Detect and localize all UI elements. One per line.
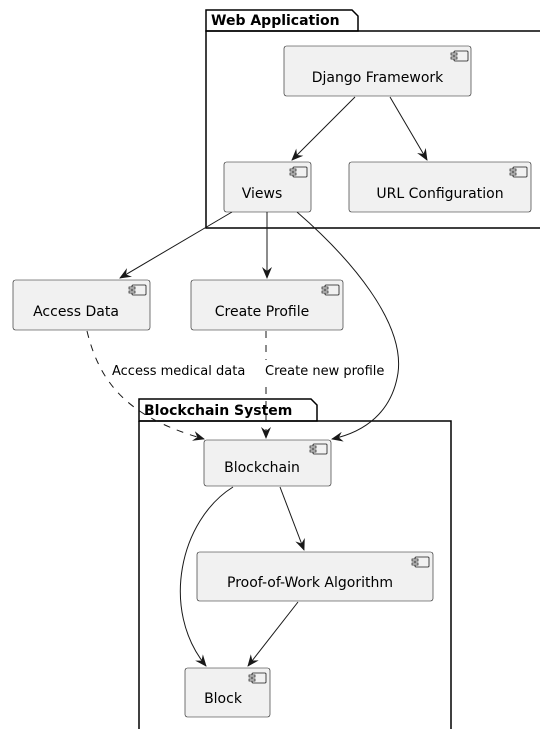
edge-django-to-views — [291, 96, 356, 161]
package-frame — [138, 420, 452, 729]
edge-label-access-medical-data: Access medical data — [112, 364, 245, 379]
edge-views-to-blockchain — [296, 211, 400, 442]
component-block[interactable]: Block — [184, 667, 271, 718]
package-title-web-application: Web Application — [211, 13, 340, 29]
edge-django-to-url-configuration — [389, 96, 428, 161]
edge-access-data-to-blockchain — [86, 330, 205, 441]
edge-blockchain-to-proof-of-work — [279, 486, 305, 551]
edge-labels: Access medical data Create new profile — [111, 360, 394, 380]
component-access-data[interactable]: Access Data — [12, 279, 151, 331]
component-label: Create Profile — [215, 304, 310, 320]
edges — [86, 96, 428, 667]
component-label: Blockchain — [224, 460, 300, 476]
package-tab — [138, 398, 318, 422]
package-tab — [205, 9, 359, 32]
package-blockchain-system: Blockchain System — [138, 398, 452, 729]
component-views[interactable]: Views — [223, 161, 312, 213]
component-create-profile[interactable]: Create Profile — [190, 279, 344, 331]
component-blockchain[interactable]: Blockchain — [203, 439, 332, 487]
package-web-application: Web Application — [205, 9, 540, 229]
component-label: Django Framework — [312, 70, 444, 86]
component-label: Proof-of-Work Algorithm — [227, 575, 393, 591]
package-title-blockchain-system: Blockchain System — [144, 403, 292, 419]
package-frame — [205, 30, 540, 229]
component-django-framework[interactable]: Django Framework — [283, 45, 472, 97]
edge-label-create-new-profile: Create new profile — [265, 364, 384, 379]
component-url-configuration[interactable]: URL Configuration — [348, 161, 532, 213]
edge-blockchain-to-block — [179, 486, 234, 667]
component-label: Block — [204, 691, 243, 707]
component-proof-of-work-algorithm[interactable]: Proof-of-Work Algorithm — [196, 551, 434, 602]
component-label: Views — [242, 186, 283, 202]
edge-views-to-access-data — [119, 211, 233, 279]
component-label: URL Configuration — [376, 186, 503, 202]
edge-proof-of-work-to-block — [247, 601, 299, 667]
component-label: Access Data — [33, 304, 119, 320]
